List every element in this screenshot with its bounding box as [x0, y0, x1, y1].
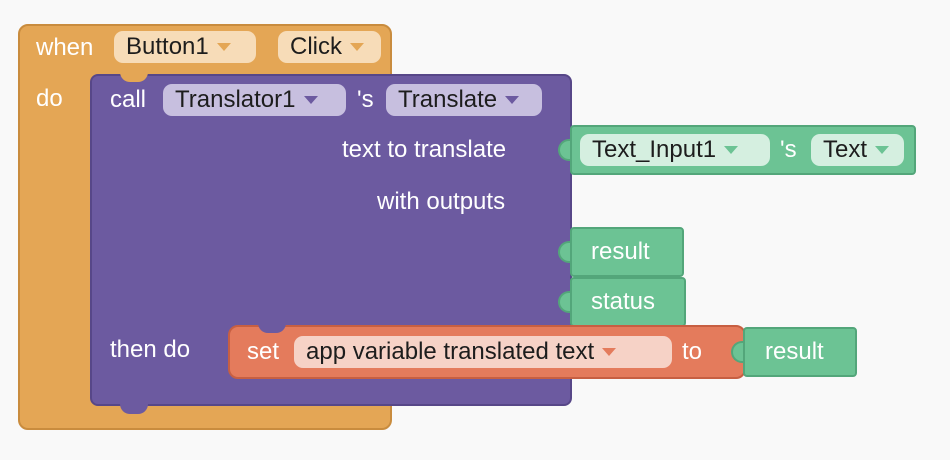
puzzle-tab-icon [558, 241, 570, 263]
connector-notch-bottom [120, 404, 148, 414]
puzzle-tab-icon [558, 291, 570, 313]
chevron-down-icon [602, 348, 617, 356]
call-possessive-label: 's [357, 86, 374, 113]
event-component-dropdown[interactable]: Button1 [114, 31, 256, 63]
chevron-down-icon [303, 96, 318, 104]
chevron-down-icon [724, 146, 739, 154]
set-label: set [247, 338, 280, 365]
event-component-label: Button1 [126, 33, 209, 60]
chevron-down-icon [216, 43, 231, 51]
when-label: when [36, 34, 94, 61]
puzzle-tab-icon [558, 139, 570, 161]
with-outputs-label: with outputs [377, 188, 506, 215]
chevron-down-icon [350, 43, 364, 51]
call-component-dropdown[interactable]: Translator1 [163, 84, 346, 116]
puzzle-tab-icon [731, 341, 743, 363]
chevron-down-icon [875, 146, 890, 154]
chevron-down-icon [505, 96, 520, 104]
then-do-label: then do [110, 336, 191, 363]
call-label: call [110, 86, 147, 113]
text-getter-component-dropdown[interactable]: Text_Input1 [580, 134, 770, 166]
set-to-label: to [682, 338, 703, 365]
event-name-label: Click [290, 33, 342, 60]
event-name-dropdown[interactable]: Click [278, 31, 381, 63]
connector-notch [258, 323, 286, 333]
get-result-block[interactable] [743, 327, 857, 377]
output-result-block[interactable] [570, 227, 684, 277]
output-status-block[interactable] [570, 277, 686, 327]
output-status-label: status [591, 288, 656, 315]
call-component-label: Translator1 [175, 86, 296, 113]
connector-notch [120, 72, 148, 82]
get-result-label: result [765, 338, 824, 365]
set-variable-label: app variable translated text [306, 338, 595, 365]
text-getter-property-label: Text [823, 136, 868, 163]
text-getter-property-dropdown[interactable]: Text [811, 134, 904, 166]
set-variable-dropdown[interactable]: app variable translated text [294, 336, 672, 368]
text-to-translate-label: text to translate [342, 136, 507, 163]
call-method-dropdown[interactable]: Translate [386, 84, 542, 116]
text-getter-component-label: Text_Input1 [592, 136, 717, 163]
output-result-label: result [591, 238, 650, 265]
text-getter-possessive-label: 's [780, 136, 797, 163]
call-method-label: Translate [398, 86, 498, 113]
do-label: do [36, 85, 63, 112]
